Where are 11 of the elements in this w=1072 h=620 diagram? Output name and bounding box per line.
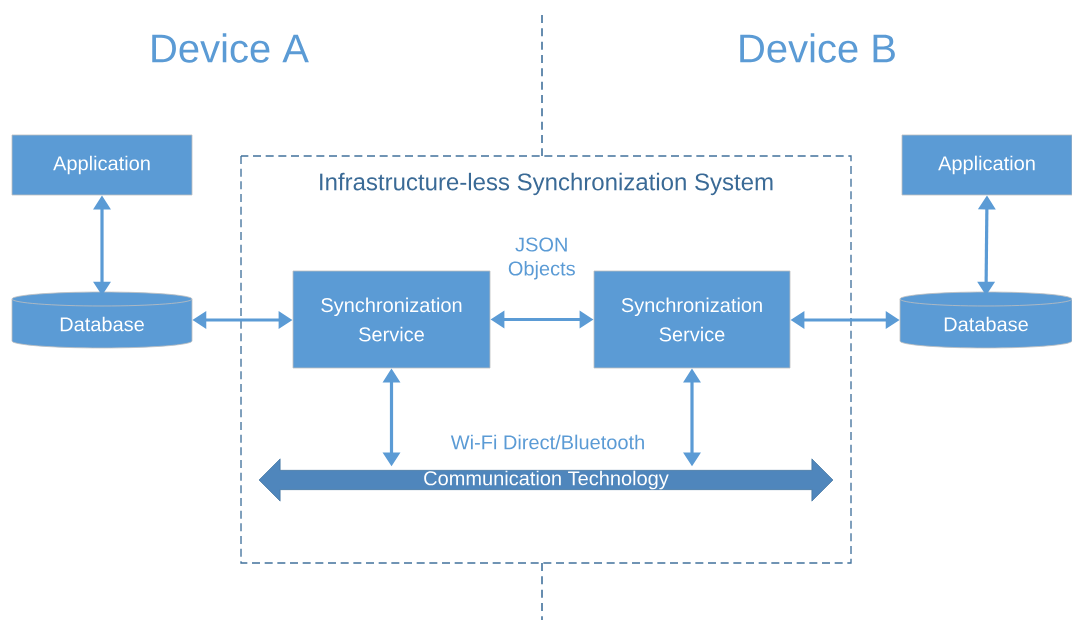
double-arrow-band: Communication Technology <box>258 458 834 502</box>
device-heading: Device A <box>152 33 309 63</box>
edge-label: JSON Objects <box>508 237 575 280</box>
process-box: Application <box>901 134 1072 196</box>
database-cylinder: Database <box>899 291 1072 349</box>
process-box: Application <box>11 134 193 196</box>
device-heading: Device B <box>740 33 895 63</box>
process-box: Synchronization Service <box>292 270 491 369</box>
database-cylinder: Database <box>11 291 193 349</box>
band-caption: Wi-Fi Direct/Bluetooth <box>450 434 644 450</box>
process-box: Synchronization Service <box>593 270 791 369</box>
